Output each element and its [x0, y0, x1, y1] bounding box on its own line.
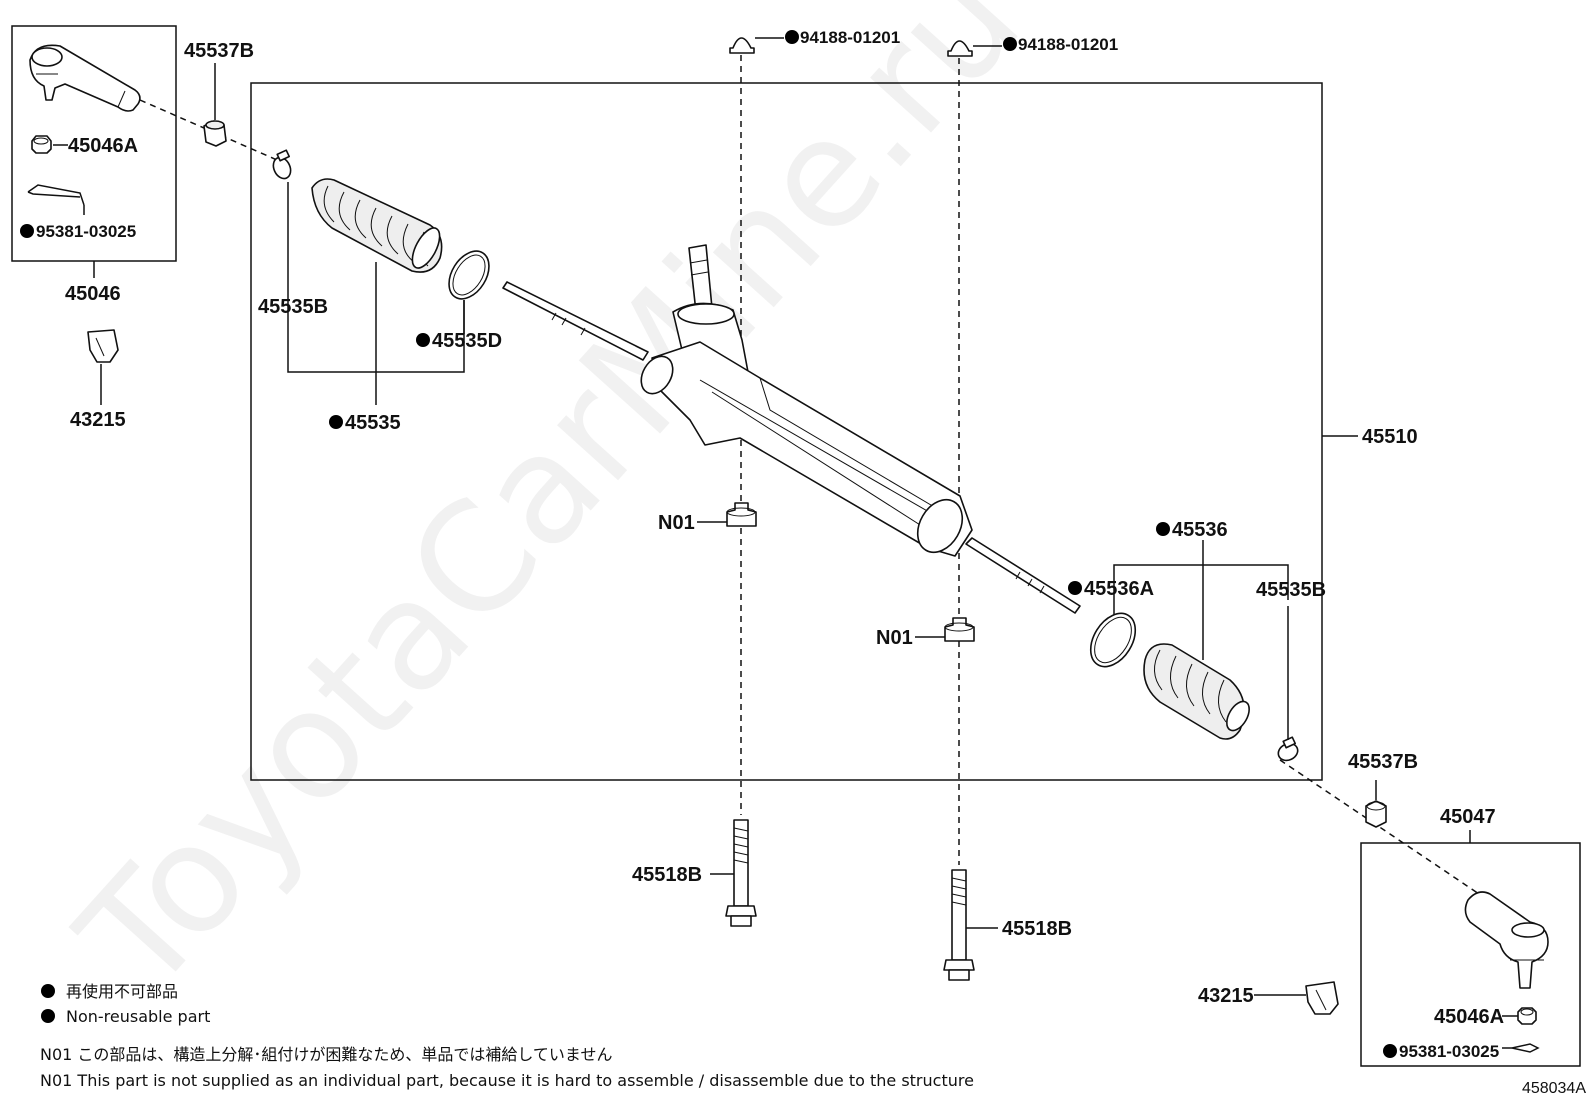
leader-45535-group	[287, 182, 465, 405]
bushing-n01-left	[726, 502, 757, 527]
label-43215-right: 43215	[1198, 985, 1254, 1007]
non-reusable-dot-cotter-lh	[20, 224, 34, 238]
legend-n01-note-en: N01 This part is not supplied as an indi…	[40, 1071, 974, 1090]
clamp-45537B-upper	[203, 120, 227, 147]
grease-cap-right	[947, 40, 973, 57]
nut-45046A-lh	[31, 135, 52, 154]
cotter-pin-lh	[27, 184, 85, 206]
bushing-n01-right	[944, 617, 975, 642]
cushion-43215-right	[1305, 981, 1339, 1015]
leader-45536-group	[1113, 540, 1289, 660]
legend-dot-en	[41, 1009, 55, 1023]
non-reusable-dot-45536	[1156, 522, 1170, 536]
tie-rod-end-lh	[29, 44, 141, 112]
label-45047: 45047	[1440, 806, 1496, 828]
label-45518B-right: 45518B	[1002, 918, 1072, 940]
legend-non-reusable-jp: 再使用不可部品	[66, 982, 178, 1001]
label-45046: 45046	[65, 283, 121, 305]
legend-dot-jp	[41, 984, 55, 998]
label-cotter-pin-rh: 95381-03025	[1399, 1042, 1499, 1061]
cushion-43215-left	[87, 329, 119, 363]
steering-gear-assy	[502, 244, 1081, 614]
grease-cap-left	[729, 37, 755, 54]
non-reusable-dot-94188-left	[785, 30, 799, 44]
boot-rh	[1143, 643, 1250, 740]
bolt-right	[943, 869, 975, 981]
label-n01-right: N01	[876, 627, 913, 649]
label-45535B-lower: 45535B	[1256, 579, 1326, 601]
label-45537B-lower: 45537B	[1348, 751, 1418, 773]
band-45535D	[448, 250, 490, 300]
diagram-id: 458034A	[1522, 1080, 1586, 1097]
label-cotter-pin-lh: 95381-03025	[36, 222, 136, 241]
clamp-45537B-lower	[1365, 800, 1387, 828]
label-43215-left: 43215	[70, 409, 126, 431]
legend-non-reusable-en: Non-reusable part	[66, 1007, 210, 1026]
label-45046A-rh: 45046A	[1434, 1006, 1504, 1028]
cotter-pin-rh	[1511, 1043, 1540, 1053]
band-45535D-inner	[452, 254, 486, 296]
label-45535D: 45535D	[432, 330, 502, 352]
non-reusable-dot-45535	[329, 415, 343, 429]
frame-45047	[1360, 842, 1581, 1067]
label-45535: 45535	[345, 412, 401, 434]
dash-line-lower-right	[1279, 759, 1489, 901]
non-reusable-dot-94188-right	[1003, 37, 1017, 51]
label-94188-right: 94188-01201	[1018, 35, 1118, 54]
label-45535B-upper: 45535B	[258, 296, 328, 318]
band-45536A-inner	[1094, 616, 1132, 664]
bolt-left	[725, 819, 757, 927]
clip-45535B-lower	[1277, 736, 1299, 762]
label-45046A-lh: 45046A	[68, 135, 138, 157]
frame-45510	[250, 82, 1323, 781]
label-45518B-left: 45518B	[632, 864, 702, 886]
label-45536A: 45536A	[1084, 578, 1154, 600]
legend-n01-note-jp: N01 この部品は、構造上分解･組付けが困難なため、単品では補給していません	[40, 1045, 612, 1064]
boot-lh	[311, 178, 443, 273]
label-45536: 45536	[1172, 519, 1228, 541]
clip-45535B-upper	[272, 149, 292, 180]
label-94188-left: 94188-01201	[800, 28, 900, 47]
non-reusable-dot-cotter-rh	[1383, 1044, 1397, 1058]
dash-line-upper-left	[139, 99, 278, 161]
nut-45046A-rh	[1517, 1007, 1537, 1025]
tie-rod-end-rh	[1464, 891, 1549, 989]
label-n01-left: N01	[658, 512, 695, 534]
band-45536A	[1089, 612, 1137, 668]
label-45510: 45510	[1362, 426, 1418, 448]
non-reusable-dot-45535D	[416, 333, 430, 347]
label-45537B-upper: 45537B	[184, 40, 254, 62]
non-reusable-dot-45536A	[1068, 581, 1082, 595]
